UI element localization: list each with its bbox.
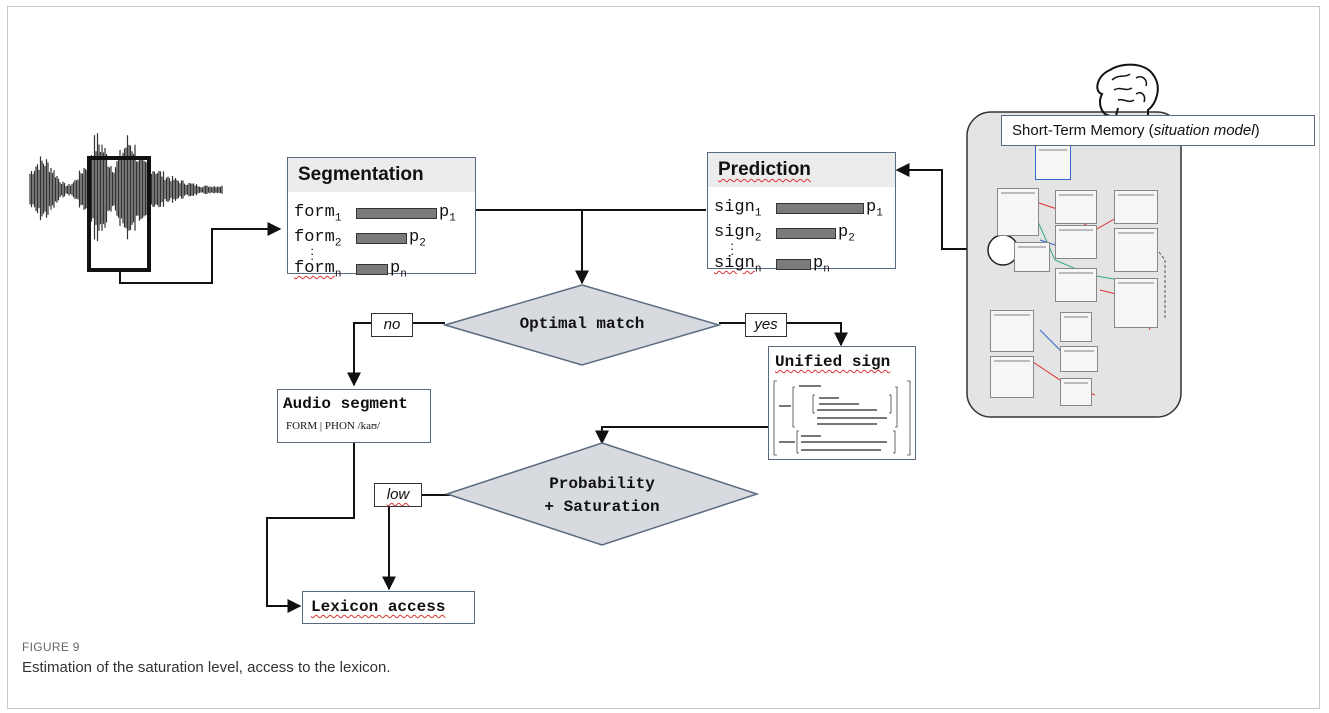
unified-sign-box: Unified sign [768,346,916,460]
connector-waveform-to-segmentation [119,222,282,284]
prediction-title: Prediction [708,153,895,187]
prediction-prob-sub: 2 [848,232,855,245]
prediction-row-base: sign [714,254,755,273]
memory-node [1055,190,1097,224]
segmentation-row-base: form [294,259,335,278]
prediction-probability-bar [776,228,836,239]
low-label: low [374,483,422,507]
unified-sign-title: Unified sign [775,353,890,371]
unified-sign-title-text: Unified sign [775,353,891,371]
memory-node [990,356,1034,398]
prediction-row-base: sign [714,198,755,217]
prediction-prob-base: p [813,254,824,273]
memory-node [1060,312,1092,342]
segmentation-row-label: form1 [294,203,341,224]
prediction-probability-label: p2 [838,223,855,244]
segmentation-prob-base: p [409,228,420,247]
connector-low-branch [382,494,454,591]
prediction-row-sub: 1 [754,207,762,220]
prediction-probability-bar [776,203,864,214]
figure-frame [7,6,1320,709]
prediction-probability-label: pn [813,254,830,275]
prediction-prob-sub: 1 [876,207,883,220]
connector-unified-to-probability [595,426,768,445]
probability-saturation-diamond [444,442,760,546]
memory-node [1114,228,1158,272]
prediction-prob-base: p [838,223,849,242]
segmentation-row-sub: n [334,268,342,281]
lexicon-access-box: Lexicon access [302,591,475,624]
segmentation-probability-bar [356,264,388,275]
segmentation-probability-label: p2 [409,228,426,249]
segmentation-prob-sub: 2 [419,237,426,250]
memory-label: Short-Term Memory (situation model) [1001,115,1315,146]
figure-caption-label: FIGURE 9 [22,640,80,654]
connector-audio-to-lexicon [266,443,355,613]
prediction-row-label: sign1 [714,198,761,219]
memory-node [1114,190,1158,224]
prediction-row-sub: 2 [754,232,762,245]
segmentation-row-label: form2 [294,228,341,249]
memory-node [997,188,1039,236]
segmentation-row-label: formn [294,259,341,280]
segmentation-row-sub: 2 [334,237,342,250]
segmentation-row-sub: 1 [334,212,342,225]
prediction-row-label: signn [714,254,761,275]
prediction-row-sub: n [754,263,762,276]
prediction-title-text: Prediction [718,159,811,180]
memory-node [1055,268,1097,302]
prediction-prob-base: p [866,198,877,217]
memory-label-italic: situation model [1153,122,1255,139]
memory-label-suffix: ) [1254,122,1260,139]
audio-waveform [29,133,223,242]
optimal-match-diamond [442,284,722,366]
lexicon-access-label: Lexicon access [311,598,445,616]
prediction-probability-bar [776,259,811,270]
prediction-prob-sub: n [823,263,830,276]
segmentation-probability-label: p1 [439,203,456,224]
segmentation-probability-label: pn [390,259,407,280]
probability-label-line1: Probability [549,475,655,493]
prediction-ellipsis: ··· [730,236,735,261]
prediction-row-label: sign2 [714,223,761,244]
low-label-text: low [386,486,410,503]
prediction-row-base: sign [714,223,755,242]
lexicon-access-text: Lexicon access [311,598,446,616]
segmentation-prob-base: p [439,203,450,222]
memory-label-prefix: Short-Term Memory ( [1012,122,1154,139]
prediction-probability-label: p1 [866,198,883,219]
segmentation-ellipsis: ··· [310,241,315,266]
unified-sign-avm [773,380,911,456]
memory-node [1014,242,1050,272]
connector-memory-to-prediction [895,163,988,250]
optimal-match-label: Optimal match [519,315,645,333]
yes-label: yes [745,313,787,337]
memory-node [1060,378,1092,406]
memory-node [1114,278,1158,328]
memory-node [1060,346,1098,372]
segmentation-prob-sub: 1 [449,212,456,225]
segmentation-prob-base: p [390,259,401,278]
segmentation-prob-sub: n [400,268,407,281]
segmentation-row-base: form [294,203,335,222]
memory-node [990,310,1034,352]
segmentation-probability-bar [356,233,407,244]
audio-segment-title: Audio segment [283,395,408,413]
no-label: no [371,313,413,337]
audio-segment-avm: FORM | PHON /kaʊ/ [286,420,381,432]
probability-label-line2: + Saturation [544,498,660,516]
audio-segment-box: Audio segment FORM | PHON /kaʊ/ [277,389,431,443]
segmentation-row-base: form [294,228,335,247]
segmentation-probability-bar [356,208,437,219]
memory-node [1055,225,1097,259]
segmentation-title: Segmentation [288,158,475,192]
connector-no-branch [347,322,445,387]
memory-node [1035,145,1071,180]
figure-caption-text: Estimation of the saturation level, acce… [22,659,391,676]
